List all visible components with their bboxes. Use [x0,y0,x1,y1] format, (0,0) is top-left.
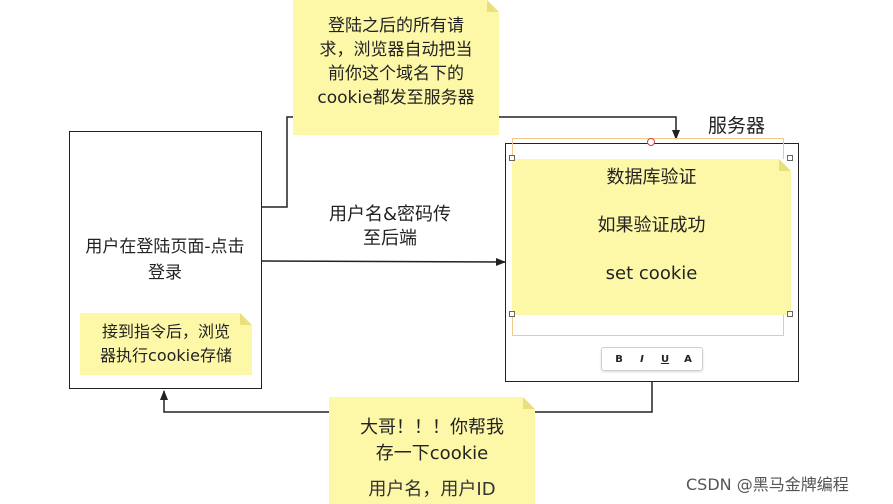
top-note-line-2: 求，浏览器自动把当 [319,40,473,60]
rotate-handle[interactable] [647,138,655,146]
resize-handle-top-left[interactable] [509,155,515,161]
resize-handle-bottom-left[interactable] [509,311,515,317]
top-note-line-1: 登陆之后的所有请 [328,16,464,36]
bottom-note-line-1: 大哥！！！你帮我 [360,417,504,438]
note-fold-icon [779,159,791,171]
client-box-text: 用户在登陆页面-点击 登录 [70,234,260,286]
note-fold-icon [240,313,252,325]
client-box-line-2: 登录 [148,263,182,283]
underline-button[interactable]: U [660,354,670,365]
server-note-line-1: 数据库验证 [606,167,697,188]
server-note-line-3: set cookie [605,263,698,284]
italic-button[interactable]: I [640,354,644,365]
bottom-note-line-3: 用户名，用户ID [368,479,496,500]
resize-handle-bottom-right[interactable] [787,311,793,317]
bold-button[interactable]: B [615,354,623,365]
top-note: 登陆之后的所有请 求，浏览器自动把当 前你这个域名下的 cookie都发至服务器 [293,0,499,135]
top-note-line-4: cookie都发至服务器 [317,88,475,108]
login-arrow-label-line-1: 用户名&密码传 [328,204,452,225]
server-note-line-2: 如果验证成功 [597,215,706,236]
request-cookie-arrow [262,116,680,208]
login-arrow-label-line-2: 至后端 [363,228,417,249]
server-label: 服务器 [708,115,766,137]
resize-handle-top-right[interactable] [787,155,793,161]
note-fold-icon [523,397,535,409]
bottom-note-line-2: 存一下cookie [375,443,489,464]
client-box-line-1: 用户在登陆页面-点击 [85,237,245,257]
bottom-note: 大哥！！！你帮我 存一下cookie 用户名，用户ID [329,397,535,504]
server-note[interactable]: 数据库验证 如果验证成功 set cookie [512,159,791,315]
client-note: 接到指令后，浏览 器执行cookie存储 [80,313,252,375]
login-arrow [261,257,506,266]
watermark: CSDN @黑马金牌编程 [686,475,849,494]
note-fold-icon [487,0,499,12]
top-note-line-3: 前你这个域名下的 [328,64,464,84]
font-color-button[interactable]: A [684,354,692,365]
login-arrow-label: 用户名&密码传 至后端 [300,203,480,251]
client-note-line-1: 接到指令后，浏览 [101,322,230,341]
format-toolbar: B I U A [601,347,703,371]
client-note-line-2: 器执行cookie存储 [100,346,232,365]
